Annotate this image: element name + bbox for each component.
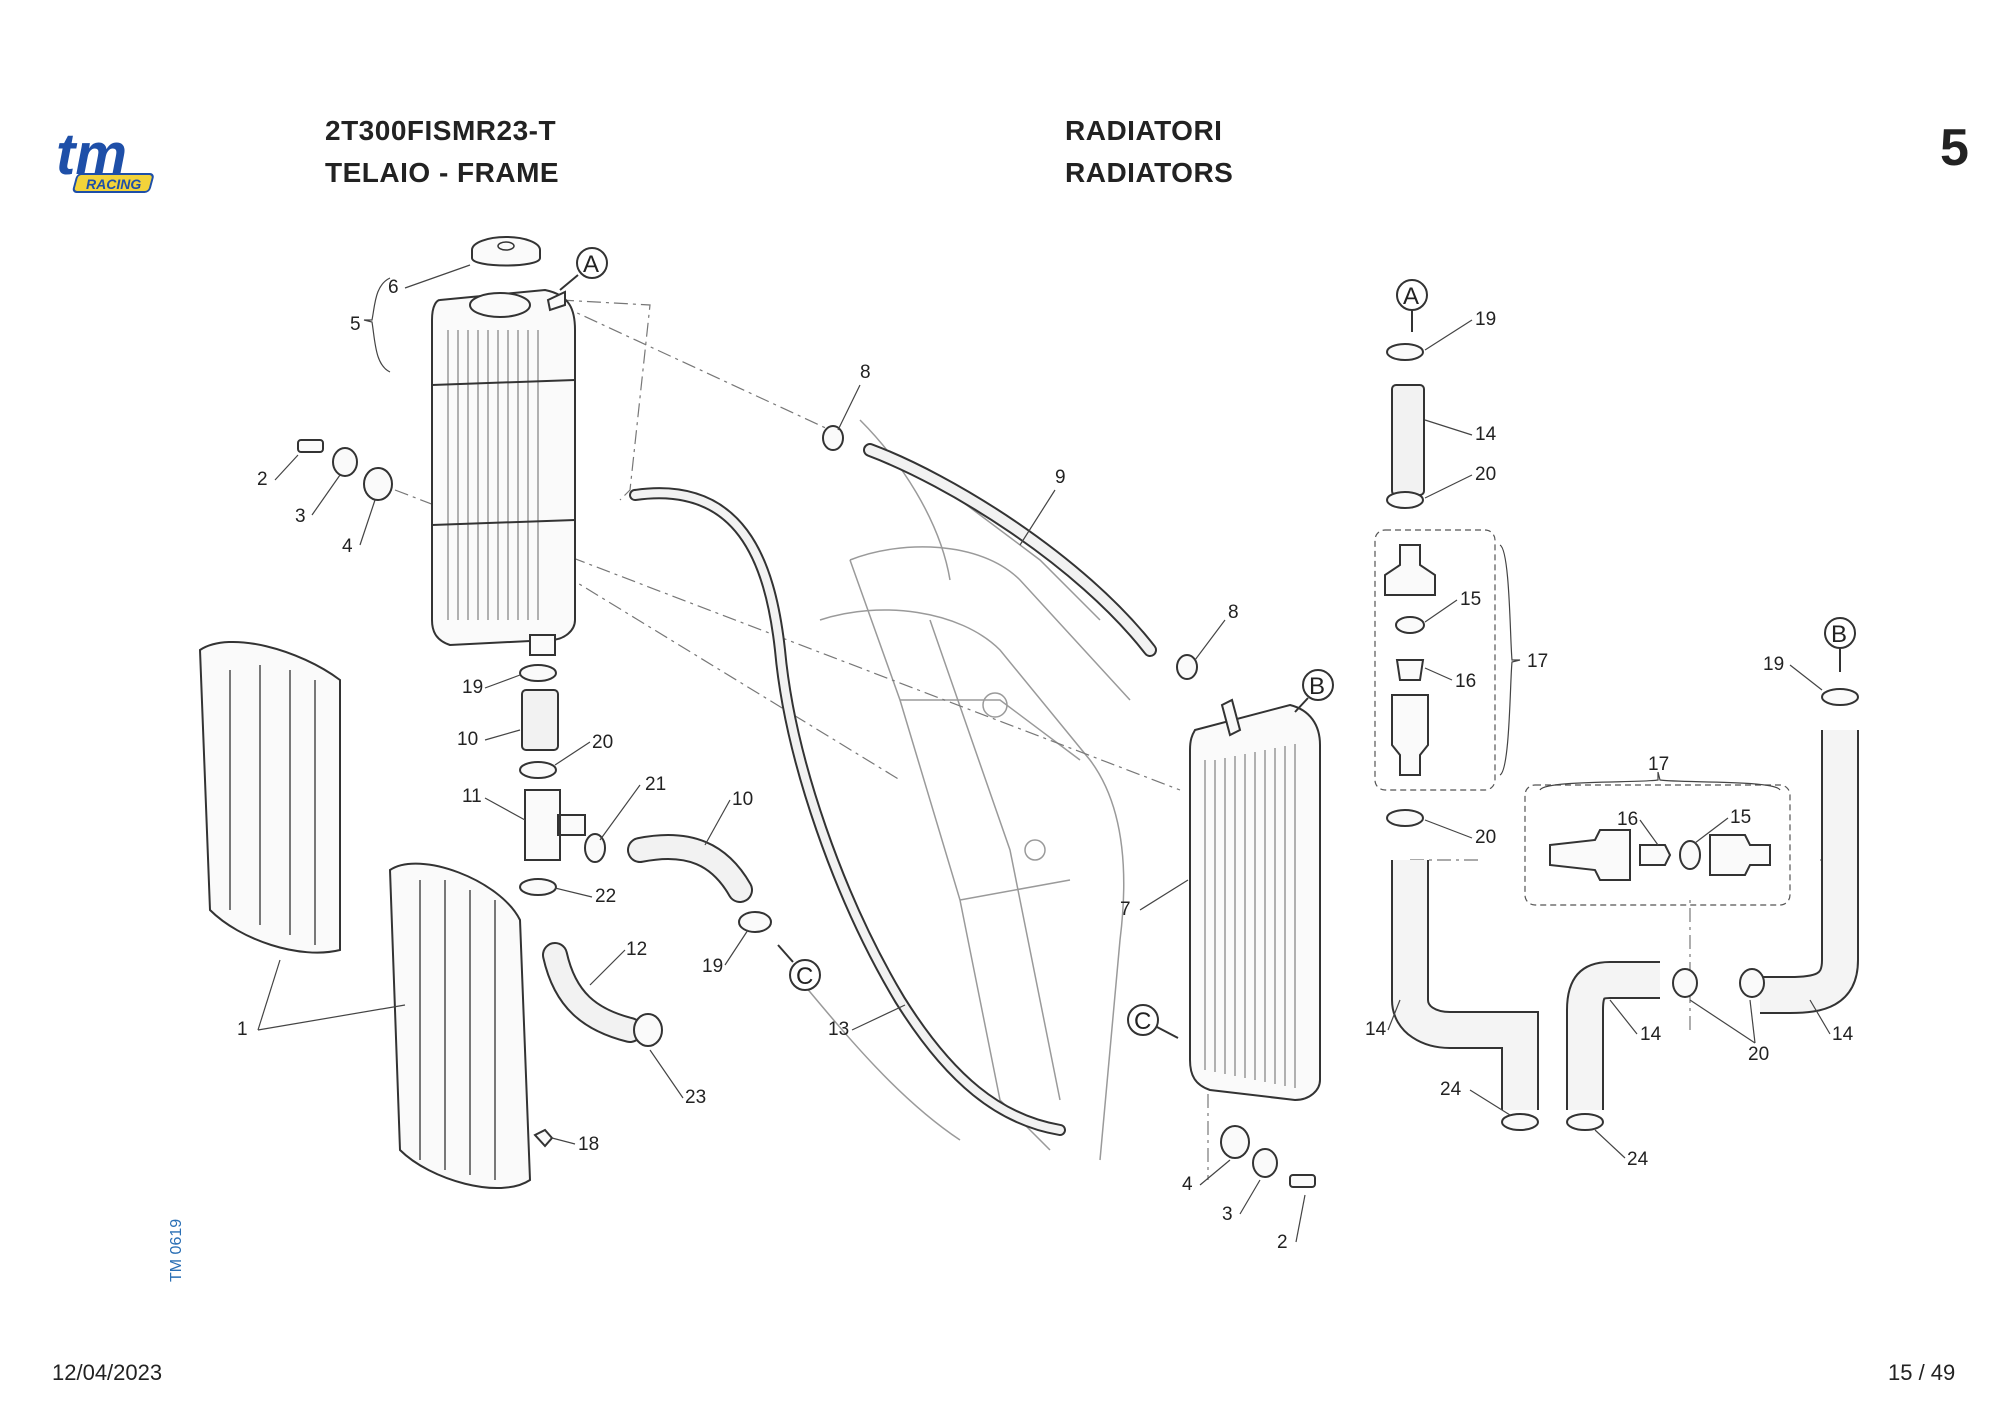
hoses bbox=[521, 384, 1859, 1136]
group-title: TELAIO - FRAME bbox=[325, 157, 560, 188]
callout-a-right: A bbox=[1396, 279, 1428, 332]
label-3: 3 bbox=[295, 506, 306, 527]
label-2: 2 bbox=[257, 469, 268, 490]
svg-text:A: A bbox=[583, 251, 599, 278]
label-4: 4 bbox=[342, 536, 353, 557]
radiator-right bbox=[1189, 698, 1321, 1102]
label-16b: 16 bbox=[1617, 809, 1638, 830]
radiator-cap bbox=[471, 236, 541, 267]
label-20d: 20 bbox=[1748, 1044, 1769, 1065]
section-title-it: RADIATORI bbox=[1065, 115, 1223, 146]
section-number: 5 bbox=[1940, 119, 1969, 177]
callout-c-radiator: C bbox=[1127, 1004, 1179, 1039]
label-8a: 8 bbox=[860, 362, 871, 383]
label-20a: 20 bbox=[592, 732, 613, 753]
label-8b: 8 bbox=[1228, 602, 1239, 623]
label-3b: 3 bbox=[1222, 1204, 1233, 1225]
label-19b: 19 bbox=[702, 956, 723, 977]
svg-text:C: C bbox=[796, 963, 813, 990]
callout-a-top: A bbox=[559, 247, 608, 291]
label-20c: 20 bbox=[1475, 827, 1496, 848]
label-15b: 15 bbox=[1730, 807, 1751, 828]
label-9: 9 bbox=[1055, 467, 1066, 488]
fasteners bbox=[297, 343, 1859, 1188]
label-10b: 10 bbox=[732, 789, 753, 810]
label-19a: 19 bbox=[462, 677, 483, 698]
label-6: 6 bbox=[388, 277, 399, 298]
svg-text:B: B bbox=[1831, 621, 1847, 648]
svg-text:C: C bbox=[1134, 1008, 1151, 1035]
label-14b: 14 bbox=[1365, 1019, 1387, 1040]
label-17a: 17 bbox=[1527, 651, 1548, 672]
label-22: 22 bbox=[595, 886, 616, 907]
label-13: 13 bbox=[828, 1019, 849, 1040]
label-19c: 19 bbox=[1475, 309, 1496, 330]
radiator-shroud bbox=[198, 641, 532, 1189]
label-2b: 2 bbox=[1277, 1232, 1288, 1253]
label-17b: 17 bbox=[1648, 754, 1669, 775]
callout-c-left: C bbox=[777, 944, 821, 991]
print-date: 12/04/2023 bbox=[52, 1360, 163, 1385]
page-counter: 15 / 49 bbox=[1888, 1360, 1956, 1385]
label-18: 18 bbox=[578, 1134, 599, 1155]
part-labels: 5 6 2 3 4 1 8 9 8 7 19 10 20 11 21 10 22… bbox=[237, 264, 1854, 1253]
callout-b-radiator: B bbox=[1294, 669, 1334, 713]
label-14c: 14 bbox=[1640, 1024, 1662, 1045]
svg-text:A: A bbox=[1403, 283, 1419, 310]
label-23: 23 bbox=[685, 1087, 706, 1108]
brand-logo: tm RACING bbox=[52, 122, 222, 198]
thermostat-assembly bbox=[1374, 529, 1791, 906]
label-19d: 19 bbox=[1763, 654, 1784, 675]
svg-text:RACING: RACING bbox=[86, 176, 141, 192]
label-24b: 24 bbox=[1627, 1149, 1649, 1170]
label-12: 12 bbox=[626, 939, 647, 960]
label-20b: 20 bbox=[1475, 464, 1496, 485]
frame-outline bbox=[799, 419, 1131, 1161]
svg-text:B: B bbox=[1309, 673, 1325, 700]
callout-b-right: B bbox=[1824, 617, 1856, 672]
label-10a: 10 bbox=[457, 729, 478, 750]
label-1: 1 bbox=[237, 1019, 248, 1040]
label-5: 5 bbox=[350, 314, 361, 335]
label-21: 21 bbox=[645, 774, 666, 795]
label-15a: 15 bbox=[1460, 589, 1481, 610]
label-4b: 4 bbox=[1182, 1174, 1193, 1195]
label-14a: 14 bbox=[1475, 424, 1497, 445]
label-16a: 16 bbox=[1455, 671, 1476, 692]
section-title-en: RADIATORS bbox=[1065, 157, 1234, 188]
label-11: 11 bbox=[462, 786, 482, 807]
radiator-left bbox=[431, 288, 576, 656]
label-7: 7 bbox=[1120, 899, 1131, 920]
label-24a: 24 bbox=[1440, 1079, 1462, 1100]
model-code: 2T300FISMR23-T bbox=[325, 115, 557, 146]
tm-racing-logo-icon: tm RACING bbox=[56, 122, 154, 193]
label-14d: 14 bbox=[1832, 1024, 1854, 1045]
